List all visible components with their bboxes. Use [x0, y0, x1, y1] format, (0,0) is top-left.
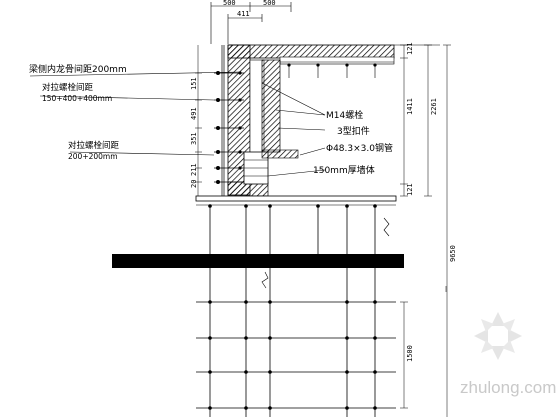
dim-left-5: 20	[190, 180, 198, 188]
break-symbols	[261, 217, 390, 289]
label-clip: 3型扣件	[337, 125, 370, 137]
dim-left-1: 151	[190, 77, 198, 90]
scaffold-ledgers	[196, 301, 396, 409]
dim-right-3: 9650	[449, 245, 457, 262]
label-bolt-spacing-2-value: 200+200mm	[68, 152, 118, 161]
dim-right-1: 1411	[406, 98, 414, 115]
dim-left-2: 491	[190, 107, 198, 120]
bottom-dimension-group	[400, 301, 408, 409]
label-bolt-spacing-2-title: 对拉螺栓间距	[68, 140, 120, 151]
dim-bottom-right: 1500	[406, 345, 414, 362]
block-wall	[243, 149, 299, 185]
dim-left-4: 211	[190, 163, 198, 176]
beam-bottom-ledger	[195, 195, 397, 208]
dim-top-inner: 411	[237, 10, 250, 18]
dim-right-small: 121	[406, 42, 414, 55]
dim-right-2: 2261	[430, 98, 438, 115]
scaffold-poles	[209, 205, 376, 417]
label-block-wall: 150mm厚墙体	[313, 164, 375, 176]
callout-leaders	[29, 71, 326, 177]
label-steel-tube: Φ48.3×3.0钢管	[326, 142, 393, 154]
slab-section	[227, 44, 395, 78]
dim-top-right: 500	[263, 0, 276, 7]
dim-left-3: 351	[190, 132, 198, 145]
label-bolt: M14螺栓	[326, 109, 363, 121]
label-beam-side-spacing: 梁侧内龙骨间距200mm	[29, 63, 127, 75]
watermark-text: zhulong.com	[460, 378, 556, 397]
watermark-logo	[474, 312, 522, 360]
right-dimension-group	[394, 44, 451, 417]
label-bolt-spacing-1-value: 150+400+400mm	[42, 94, 112, 103]
dim-top-left: 500	[223, 0, 236, 7]
dim-right-small-2: 121	[406, 183, 414, 196]
floor-slab-band	[112, 254, 404, 268]
top-dimension-group	[210, 2, 292, 44]
label-bolt-spacing-1-title: 对拉螺栓间距	[42, 82, 94, 93]
scaffold-clips	[208, 300, 377, 410]
